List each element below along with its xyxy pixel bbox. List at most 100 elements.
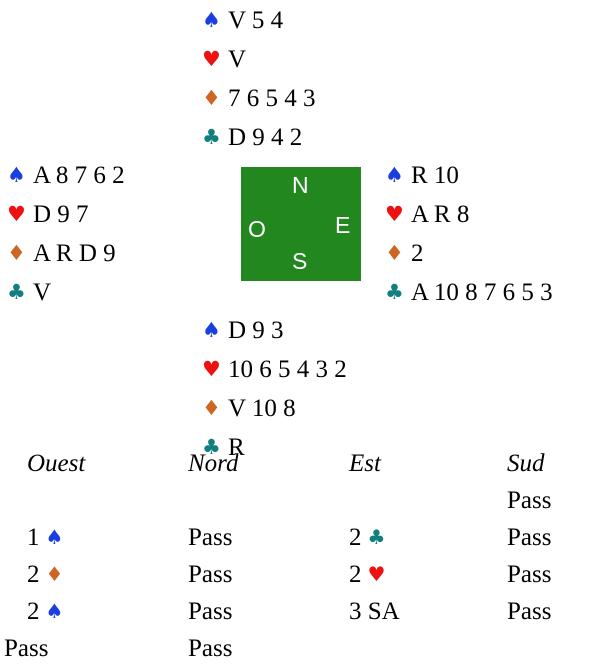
bid-text: 2 <box>27 561 40 588</box>
club-icon: ♣ <box>7 280 26 304</box>
south-clubs: ♣R <box>202 428 347 467</box>
club-icon: ♣ <box>202 125 221 149</box>
east-clubs: ♣ A 10 8 7 6 5 3 <box>385 273 553 312</box>
bid-text: 2 <box>349 524 362 551</box>
east-spades: ♠ R 10 <box>385 156 553 195</box>
bid-call: 1♠ <box>27 524 63 552</box>
north-diamonds-cards: 7 6 5 4 3 <box>228 85 316 112</box>
bid-call: 2♥ <box>349 561 385 589</box>
east-diamonds-cards: 2 <box>411 240 424 267</box>
bidding-row: Pass Pass <box>0 635 603 672</box>
east-hearts-cards: A R 8 <box>411 201 470 228</box>
bid-call: Pass <box>188 524 232 552</box>
bid-call: 2♠ <box>27 598 63 626</box>
bid-text: Pass <box>507 598 552 625</box>
west-diamonds-cards: A R D 9 <box>33 240 116 267</box>
hand-north: ♠V 5 4 ♥V ♦7 6 5 4 3 ♣D 9 4 2 <box>202 1 316 157</box>
north-spades-cards: V 5 4 <box>228 7 284 34</box>
bid-call: Pass <box>4 635 48 663</box>
bid-text: 3 SA <box>349 598 400 625</box>
west-clubs-cards: V <box>33 279 52 306</box>
west-diamonds: ♦ A R D 9 <box>7 234 125 273</box>
hand-south: ♠ D 9 3 ♥ 10 6 5 4 3 2 ♦ V 10 8 ♣R <box>202 311 347 467</box>
heart-icon: ♥ <box>202 357 221 381</box>
diamond-icon: ♦ <box>202 396 221 420</box>
east-diamonds: ♦2 <box>385 234 553 273</box>
south-clubs-cards: R <box>228 434 245 461</box>
west-clubs: ♣V <box>7 273 125 312</box>
spade-icon: ♠ <box>202 318 221 342</box>
west-hearts-cards: D 9 7 <box>33 201 89 228</box>
spade-icon: ♠ <box>45 525 64 549</box>
spade-icon: ♠ <box>45 599 64 623</box>
bidding-header-row: Ouest Nord Est Sud <box>0 450 603 487</box>
bid-call: Pass <box>188 561 232 589</box>
south-hearts-cards: 10 6 5 4 3 2 <box>228 356 347 383</box>
south-spades: ♠ D 9 3 <box>202 311 347 350</box>
diamond-icon: ♦ <box>7 241 26 265</box>
table-compass: N O E S <box>241 167 361 281</box>
bidding-header-west: Ouest <box>27 450 86 477</box>
bid-call: Pass <box>507 561 551 589</box>
compass-west-label: O <box>248 216 266 242</box>
bidding-header-east: Est <box>349 450 381 477</box>
diamond-icon: ♦ <box>202 86 221 110</box>
north-hearts: ♥V <box>202 40 316 79</box>
bid-text: Pass <box>507 561 552 588</box>
heart-icon: ♥ <box>202 47 221 71</box>
west-hearts: ♥ D 9 7 <box>7 195 125 234</box>
bid-text: Pass <box>188 561 233 588</box>
bid-text: 2 <box>349 561 362 588</box>
east-spades-cards: R 10 <box>411 162 459 189</box>
club-icon: ♣ <box>385 280 404 304</box>
bid-text: Pass <box>4 635 49 662</box>
south-spades-cards: D 9 3 <box>228 317 284 344</box>
compass-south-label: S <box>292 248 308 274</box>
north-clubs: ♣ D 9 4 2 <box>202 118 316 157</box>
bid-call: Pass <box>188 598 232 626</box>
bid-call: Pass <box>507 487 551 515</box>
hand-west: ♠A 8 7 6 2 ♥D 9 7 ♦A R D 9 ♣V <box>7 156 125 312</box>
club-icon: ♣ <box>367 525 386 549</box>
north-hearts-cards: V <box>228 46 247 73</box>
bid-text: Pass <box>188 598 233 625</box>
bid-text: Pass <box>188 524 233 551</box>
compass-east-label: E <box>335 212 351 238</box>
heart-icon: ♥ <box>367 562 386 586</box>
bid-call: 3 SA <box>349 598 400 626</box>
diamond-icon: ♦ <box>385 241 404 265</box>
east-hearts: ♥ A R 8 <box>385 195 553 234</box>
bid-text: 1 <box>27 524 40 551</box>
bidding-row: 2♦ Pass 2♥ Pass <box>0 561 603 598</box>
north-diamonds: ♦ 7 6 5 4 3 <box>202 79 316 118</box>
spade-icon: ♠ <box>7 163 26 187</box>
bid-text: Pass <box>188 635 233 662</box>
north-spades: ♠ V 5 4 <box>202 1 316 40</box>
bid-call: Pass <box>507 524 551 552</box>
bidding-row: 2♠ Pass 3 SA Pass <box>0 598 603 635</box>
south-hearts: ♥ 10 6 5 4 3 2 <box>202 350 347 389</box>
spade-icon: ♠ <box>202 8 221 32</box>
south-diamonds-cards: V 10 8 <box>228 395 296 422</box>
bid-call: Pass <box>188 635 232 663</box>
hand-east: ♠R 10 ♥A R 8 ♦2 ♣A 10 8 7 6 5 3 <box>385 156 553 312</box>
bid-call: 2♦ <box>27 561 63 589</box>
heart-icon: ♥ <box>385 202 404 226</box>
heart-icon: ♥ <box>7 202 26 226</box>
bid-text: Pass <box>507 524 552 551</box>
north-clubs-cards: D 9 4 2 <box>228 124 303 151</box>
bidding-row: 1♠ Pass 2♣ Pass <box>0 524 603 561</box>
bid-call: Pass <box>507 598 551 626</box>
south-diamonds: ♦ V 10 8 <box>202 389 347 428</box>
west-spades-cards: A 8 7 6 2 <box>33 162 125 189</box>
diamond-icon: ♦ <box>45 562 64 586</box>
bid-call: 2♣ <box>349 524 385 552</box>
compass-north-label: N <box>292 172 309 198</box>
east-clubs-cards: A 10 8 7 6 5 3 <box>411 279 553 306</box>
spade-icon: ♠ <box>385 163 404 187</box>
bidding-table: Ouest Nord Est Sud Pass 1♠ Pass 2♣ Pass … <box>0 450 603 672</box>
bidding-row: Pass <box>0 487 603 524</box>
bidding-header-north: Nord <box>188 450 239 477</box>
west-spades: ♠ A 8 7 6 2 <box>7 156 125 195</box>
bidding-header-south: Sud <box>507 450 545 477</box>
